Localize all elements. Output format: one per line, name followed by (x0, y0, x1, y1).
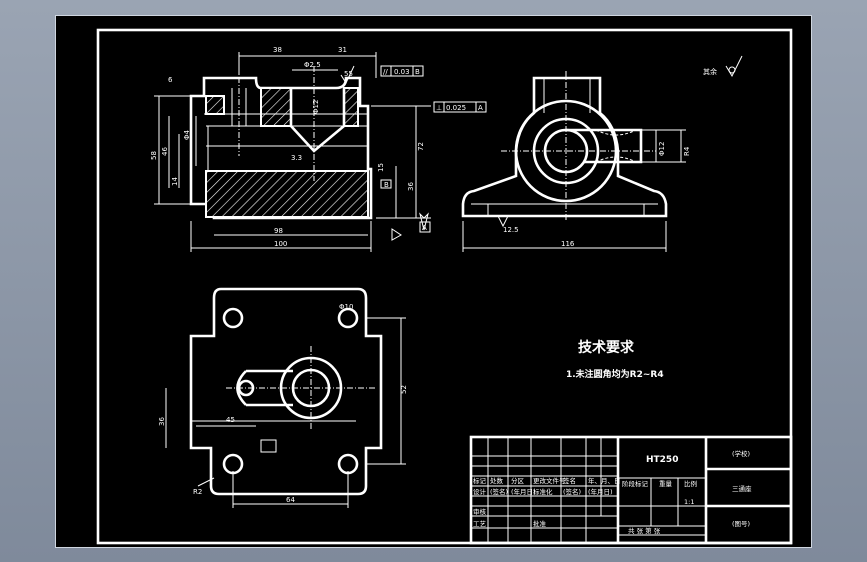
title-row-1: 标记 处数 分区 更改文件号 签名 年、月、日 (473, 476, 621, 485)
dim-36-plan: 36 (158, 417, 166, 426)
dim-64: 64 (286, 496, 295, 504)
svg-text:0.025: 0.025 (446, 104, 466, 112)
dim-72: 72 (417, 142, 425, 151)
dim-98: 98 (274, 227, 283, 235)
dim-52: 52 (400, 385, 408, 394)
hatch-wall-right (343, 87, 359, 127)
svg-text:标记: 标记 (473, 476, 487, 485)
title-row-3: 审核 (473, 507, 487, 516)
drawing-number: (图号) (732, 520, 750, 528)
dim-14: 14 (171, 177, 179, 186)
title-row-2: 设计 (签名) (年月日) 标准化 (签名) (年月日) (473, 487, 613, 496)
front-view: 38 31 Φ2.5 6 58 46 14 Φ4 3.3 Φ12 55 98 1… (150, 46, 487, 252)
dim-phi: Φ2.5 (304, 61, 321, 69)
scale-header: 比例 (684, 479, 697, 488)
dim-12-5: 12.5 (503, 226, 519, 234)
svg-text:(签名): (签名) (563, 487, 581, 496)
svg-text:更改文件号: 更改文件号 (533, 476, 566, 485)
dim-phi10-plan: Φ10 (339, 303, 353, 311)
requirements-title: 技术要求 (578, 339, 635, 356)
svg-text:签名: 签名 (563, 476, 576, 485)
dim-46: 46 (161, 147, 169, 156)
dim-6: 6 (168, 76, 173, 84)
dim-31-top: 31 (338, 46, 347, 54)
datum-b: B (384, 181, 389, 189)
svg-text:(年月日): (年月日) (588, 487, 613, 496)
svg-text:(签名): (签名) (490, 487, 508, 496)
dim-100: 100 (274, 240, 287, 248)
sheet-info: 共 张 第 张 (628, 526, 661, 535)
svg-text:分区: 分区 (511, 476, 525, 485)
svg-text:工艺: 工艺 (473, 520, 487, 528)
plan-view: 52 45 64 36 R2 Φ10 (158, 287, 408, 508)
svg-text:⊥: ⊥ (436, 104, 442, 112)
tolerance-frame-b: // 0.03 B (380, 65, 424, 77)
dim-55: 55 (344, 70, 353, 78)
dim-r2-plan: R2 (193, 488, 202, 496)
svg-text:年、月、日: 年、月、日 (588, 476, 621, 485)
dim-36: 36 (407, 182, 415, 191)
svg-text:0.03: 0.03 (394, 68, 410, 76)
svg-text:A: A (478, 104, 483, 112)
dim-phi12-side: Φ12 (658, 142, 666, 156)
dim-45: 45 (226, 416, 235, 424)
scale-value: 1:1 (684, 498, 694, 506)
hatch-corner (205, 95, 225, 115)
datum-a: A (422, 224, 427, 232)
svg-text:处数: 处数 (490, 476, 504, 485)
drawing-sheet: 38 31 Φ2.5 6 58 46 14 Φ4 3.3 Φ12 55 98 1… (55, 15, 812, 548)
dim-15: 15 (377, 163, 385, 172)
dim-r4-side: R4 (683, 146, 691, 156)
svg-text:批准: 批准 (533, 519, 547, 528)
tolerance-frame-a: ⊥ 0.025 A (433, 101, 487, 113)
title-block: HT250 (学校) 三通座 (图号) 标记 处数 分区 更改文件号 签名 年、… (469, 435, 793, 545)
roughness-note: 其余 (703, 55, 743, 78)
dim-58: 58 (150, 151, 158, 160)
drawing-name: 三通座 (732, 484, 752, 493)
stage-header: 阶段标记 (622, 479, 649, 488)
side-view: 116 Φ12 R4 12.5 (461, 71, 691, 252)
inner-frame (96, 28, 793, 545)
svg-text://: // (383, 68, 388, 76)
svg-text:B: B (415, 68, 420, 76)
dim-3-3: 3.3 (291, 154, 302, 162)
svg-text:其余: 其余 (703, 67, 717, 76)
material-label: HT250 (646, 455, 678, 465)
dim-38-top: 38 (273, 46, 282, 54)
dim-116: 116 (561, 240, 575, 248)
cad-drawing: 38 31 Φ2.5 6 58 46 14 Φ4 3.3 Φ12 55 98 1… (96, 28, 793, 545)
dim-phi4: Φ4 (183, 129, 191, 140)
svg-text:设计: 设计 (473, 487, 487, 496)
dim-phi12-front: Φ12 (312, 100, 320, 114)
hatch-wall-left (260, 87, 292, 127)
weight-header: 重量 (659, 480, 673, 488)
title-row-4: 工艺 批准 (473, 519, 547, 528)
svg-text:(年月日): (年月日) (511, 487, 536, 496)
hatch-base (205, 170, 369, 218)
svg-text:标准化: 标准化 (533, 487, 553, 496)
svg-text:审核: 审核 (473, 507, 487, 516)
requirements-line-1: 1.未注圆角均为R2~R4 (566, 368, 664, 380)
school-label: (学校) (732, 449, 750, 458)
